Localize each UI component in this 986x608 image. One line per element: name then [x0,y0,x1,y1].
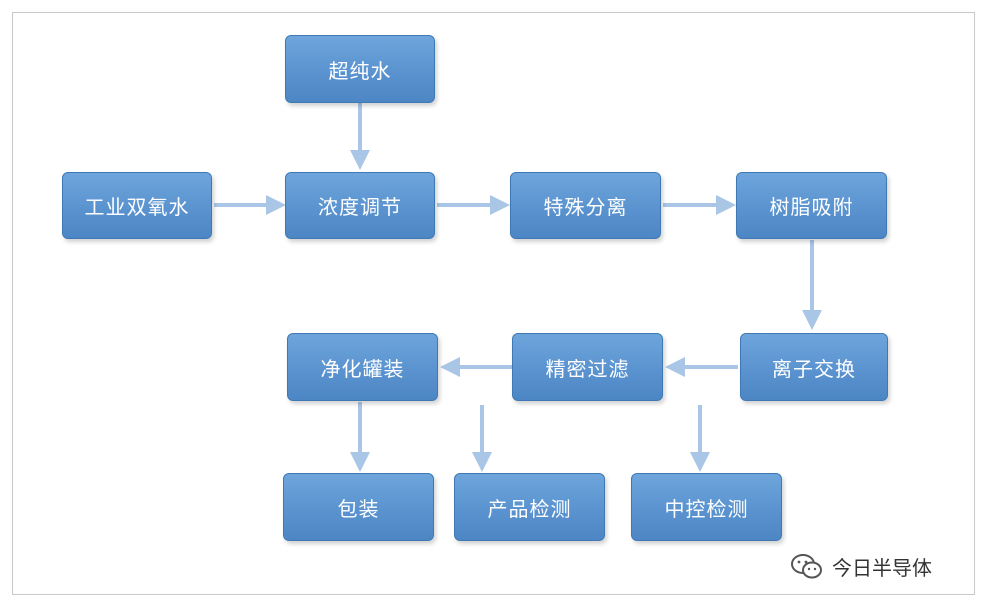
wechat-icon [791,553,822,578]
node-purify-fill: 净化罐装 [287,333,438,401]
node-concentration-adjust: 浓度调节 [285,172,435,239]
node-ultrapure-water: 超纯水 [285,35,435,103]
watermark: 今日半导体 [790,552,932,581]
node-precision-filtration: 精密过滤 [512,333,663,401]
node-process-control-test: 中控检测 [631,473,782,541]
node-special-separation: 特殊分离 [510,172,661,239]
node-industrial-h2o2: 工业双氧水 [62,172,212,239]
watermark-text: 今日半导体 [832,556,932,580]
node-packaging: 包装 [283,473,434,541]
node-product-test: 产品检测 [454,473,605,541]
node-resin-adsorption: 树脂吸附 [736,172,887,239]
node-ion-exchange: 离子交换 [740,333,888,401]
